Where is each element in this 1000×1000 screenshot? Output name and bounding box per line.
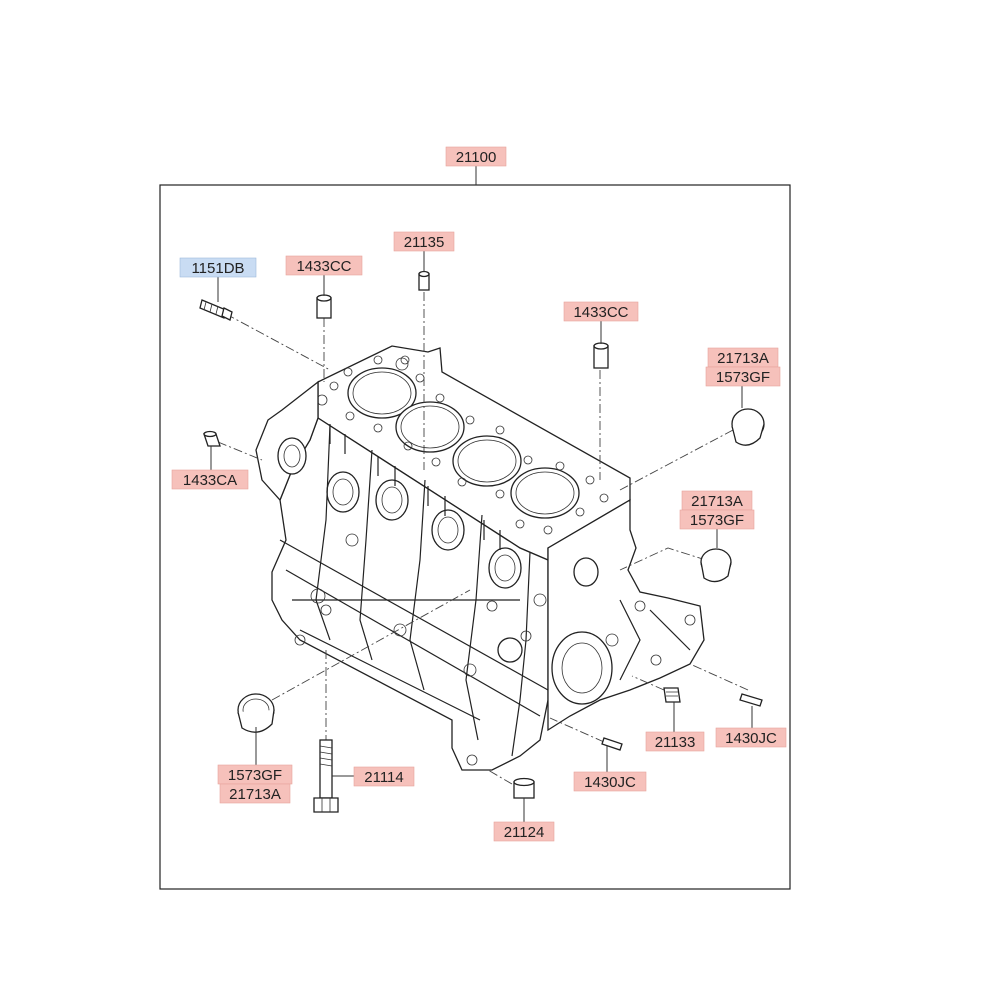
svg-text:21135: 21135: [404, 234, 445, 251]
svg-text:1573GF: 1573GF: [228, 767, 282, 784]
svg-text:1573GF: 1573GF: [690, 512, 744, 529]
svg-text:1430JC: 1430JC: [725, 730, 777, 747]
label-1430jc-right[interactable]: 1430JC: [715, 727, 787, 748]
label-1573gf-mid[interactable]: 1573GF: [679, 509, 755, 530]
bush-1433cc-right-part: [593, 342, 609, 369]
label-21713a-mid[interactable]: 21713A: [681, 490, 753, 511]
label-1433ca[interactable]: 1433CA: [171, 469, 249, 490]
part-labels: 21100 1151DB 1433CC 21135 1433CC 21713A …: [171, 146, 787, 842]
label-21114[interactable]: 21114: [353, 766, 415, 787]
leader-lines: [210, 166, 753, 822]
label-21713a-low[interactable]: 21713A: [219, 783, 291, 804]
svg-text:21133: 21133: [655, 734, 696, 751]
pin-21135-part: [418, 270, 430, 291]
bush-1433cc-left-part: [316, 294, 332, 319]
svg-text:1430JC: 1430JC: [584, 774, 636, 791]
bolt-1151db-part: [199, 299, 233, 321]
label-1573gf-low[interactable]: 1573GF: [217, 764, 293, 785]
plug-21713a-mid-part: [700, 548, 732, 583]
svg-text:21100: 21100: [456, 149, 497, 166]
label-21135[interactable]: 21135: [393, 231, 455, 252]
svg-text:1151DB: 1151DB: [191, 260, 244, 277]
label-1430jc-lower[interactable]: 1430JC: [573, 771, 647, 792]
label-1433cc-right[interactable]: 1433CC: [563, 301, 639, 322]
label-21133[interactable]: 21133: [645, 731, 705, 752]
plug-21133-part: [663, 687, 681, 703]
label-1433cc-left[interactable]: 1433CC: [285, 255, 363, 276]
label-21124[interactable]: 21124: [493, 821, 555, 842]
label-1573gf-top[interactable]: 1573GF: [705, 366, 781, 387]
cylinder-block-illustration: [255, 345, 705, 771]
plug-1573gf-low-part: [237, 693, 275, 733]
assembly-dash-lines: [217, 292, 749, 785]
svg-text:21124: 21124: [504, 824, 545, 841]
svg-text:21713A: 21713A: [691, 493, 743, 510]
bush-1433ca-part: [203, 430, 221, 447]
svg-text:1433CC: 1433CC: [296, 258, 351, 275]
plug-21713a-top-part: [731, 408, 765, 446]
pin-1430jc-right-part: [739, 693, 763, 707]
svg-text:21713A: 21713A: [229, 786, 281, 803]
label-21713a-top[interactable]: 21713A: [707, 347, 779, 368]
diagram-frame: [159, 184, 791, 890]
label-21100[interactable]: 21100: [445, 146, 507, 167]
svg-text:1433CC: 1433CC: [573, 304, 628, 321]
bush-21124-part: [513, 777, 535, 799]
svg-text:21713A: 21713A: [717, 350, 769, 367]
pin-1430jc-lower-part: [601, 737, 623, 751]
bolt-21114-part: [313, 739, 339, 813]
svg-text:1433CA: 1433CA: [183, 472, 237, 489]
label-1151db[interactable]: 1151DB: [179, 257, 257, 278]
svg-text:1573GF: 1573GF: [716, 369, 770, 386]
svg-text:21114: 21114: [364, 769, 404, 786]
